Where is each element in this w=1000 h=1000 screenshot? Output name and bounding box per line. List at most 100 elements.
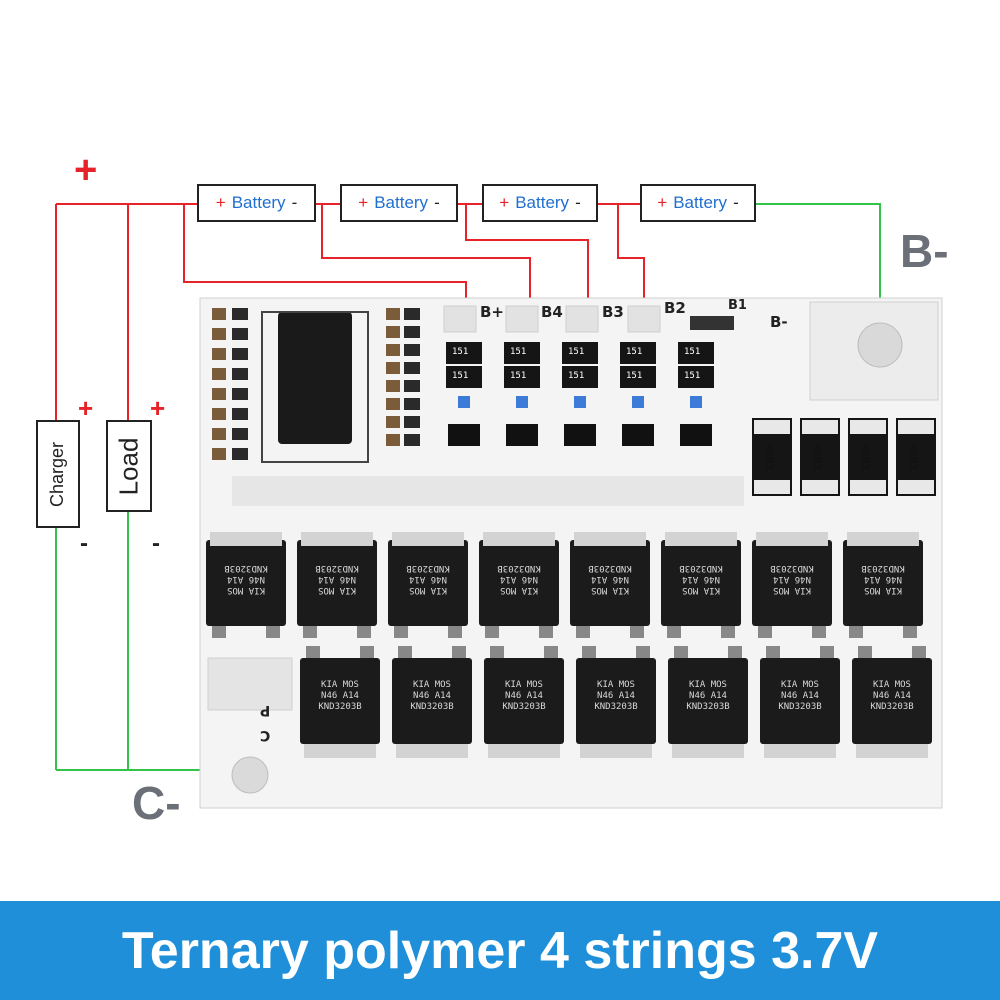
- caption-banner: Ternary polymer 4 strings 3.7V: [0, 901, 1000, 1000]
- smd-capacitor: [212, 348, 226, 360]
- mosfet-marking-line: KIA MOS: [409, 585, 447, 595]
- resistor-marking: 151: [568, 347, 585, 357]
- smd-capacitor: [386, 416, 400, 428]
- mosfet-marking-line: KND3203B: [870, 702, 914, 712]
- load-label: Load: [113, 437, 144, 495]
- mosfet-marking-line: KIA MOS: [321, 680, 359, 690]
- smd-resistor: [232, 408, 248, 420]
- battery-box-1: +Battery-: [197, 184, 316, 222]
- mosfet-marking-line: KIA MOS: [227, 585, 265, 595]
- mosfet-marking-line: KND3203B: [318, 702, 362, 712]
- sot23-transistor: [448, 424, 480, 446]
- balance-resistor: [504, 366, 540, 388]
- sot23-transistor: [680, 424, 712, 446]
- mosfet-tab: [301, 532, 373, 546]
- small-components-left: [212, 308, 420, 460]
- mosfet-marking-line: KIA MOS: [597, 680, 635, 690]
- mosfet-marking-line: N46 A14: [500, 574, 538, 584]
- smd-capacitor: [386, 380, 400, 392]
- mosfet-marking-line: N46 A14: [781, 691, 819, 701]
- smd-capacitor: [212, 328, 226, 340]
- pad-b2: [627, 305, 661, 333]
- bms-wiring-diagram: [55, 203, 943, 809]
- smd-capacitor: [212, 368, 226, 380]
- battery-plus-sign: +: [499, 193, 510, 212]
- pin-label-c: C: [260, 727, 271, 743]
- mosfet-marking-line: N46 A14: [505, 691, 543, 701]
- pad-label-b3: B3: [602, 303, 624, 321]
- mosfet-lead: [858, 646, 872, 660]
- sense-resistor-lead: [898, 480, 934, 494]
- mosfet-marking-line: KIA MOS: [682, 585, 720, 595]
- mosfet-marking-line: N46 A14: [409, 574, 447, 584]
- mosfet-lead: [448, 624, 462, 638]
- indicator-led: [574, 396, 586, 408]
- c-minus-label: C-: [132, 777, 181, 829]
- mosfet-marking-line: N46 A14: [873, 691, 911, 701]
- mosfet-lead: [485, 624, 499, 638]
- b-minus-label: B-: [900, 225, 949, 277]
- mosfet-lead: [360, 646, 374, 660]
- mosfet-lead: [674, 646, 688, 660]
- battery-plus-sign: +: [358, 193, 369, 212]
- mosfet-marking-line: KIA MOS: [318, 585, 356, 595]
- mosfet-lead: [452, 646, 466, 660]
- smd-resistor: [232, 368, 248, 380]
- mosfet-lead: [398, 646, 412, 660]
- resistor-marking: 151: [452, 371, 469, 381]
- sot23-transistor: [564, 424, 596, 446]
- mosfet: [570, 540, 650, 626]
- mosfet: [668, 658, 748, 744]
- battery-label: Battery: [231, 193, 286, 212]
- mosfet: [297, 540, 377, 626]
- mosfet-lead: [721, 624, 735, 638]
- mosfet-lead: [758, 624, 772, 638]
- mosfet-marking-line: N46 A14: [227, 574, 265, 584]
- sense-resistors: [752, 418, 936, 496]
- smd-capacitor: [386, 344, 400, 356]
- mosfet-tab: [672, 744, 744, 758]
- negative-wires: [55, 203, 881, 771]
- battery-plus-sign: +: [215, 193, 226, 212]
- smd-capacitor: [212, 388, 226, 400]
- charger-plus-sign: +: [78, 393, 94, 423]
- mosfet-lead: [306, 646, 320, 660]
- mosfet-marking-line: N46 A14: [864, 574, 902, 584]
- smd-capacitor: [386, 434, 400, 446]
- c-pad: [207, 657, 293, 711]
- smd-capacitor: [212, 428, 226, 440]
- mosfet-marking-line: KND3203B: [588, 563, 632, 573]
- mosfet-lead: [636, 646, 650, 660]
- pad-label-b4: B4: [541, 303, 563, 321]
- battery-label: Battery: [515, 193, 570, 212]
- balance-resistor: [446, 366, 482, 388]
- mosfet-marking-line: KIA MOS: [505, 680, 543, 690]
- mosfet-marking-line: N46 A14: [321, 691, 359, 701]
- load-minus-sign: -: [152, 530, 160, 557]
- mosfet-tab: [580, 744, 652, 758]
- mosfet-lead: [912, 646, 926, 660]
- mosfet: [852, 658, 932, 744]
- mosfet-lead: [849, 624, 863, 638]
- mosfet-tab: [483, 532, 555, 546]
- mosfet-marking-line: KIA MOS: [500, 585, 538, 595]
- smd-resistor: [232, 308, 248, 320]
- resistor-marking: 151: [626, 347, 643, 357]
- mosfet: [206, 540, 286, 626]
- main-plus-sign: +: [74, 148, 98, 192]
- sot23-transistor: [506, 424, 538, 446]
- balance-resistor: [620, 366, 656, 388]
- mosfet-tab: [856, 744, 928, 758]
- mosfet-marking-line: KND3203B: [410, 702, 454, 712]
- balance-resistor: [620, 342, 656, 364]
- mosfet-marking-line: N46 A14: [591, 574, 629, 584]
- mosfet-tab: [304, 744, 376, 758]
